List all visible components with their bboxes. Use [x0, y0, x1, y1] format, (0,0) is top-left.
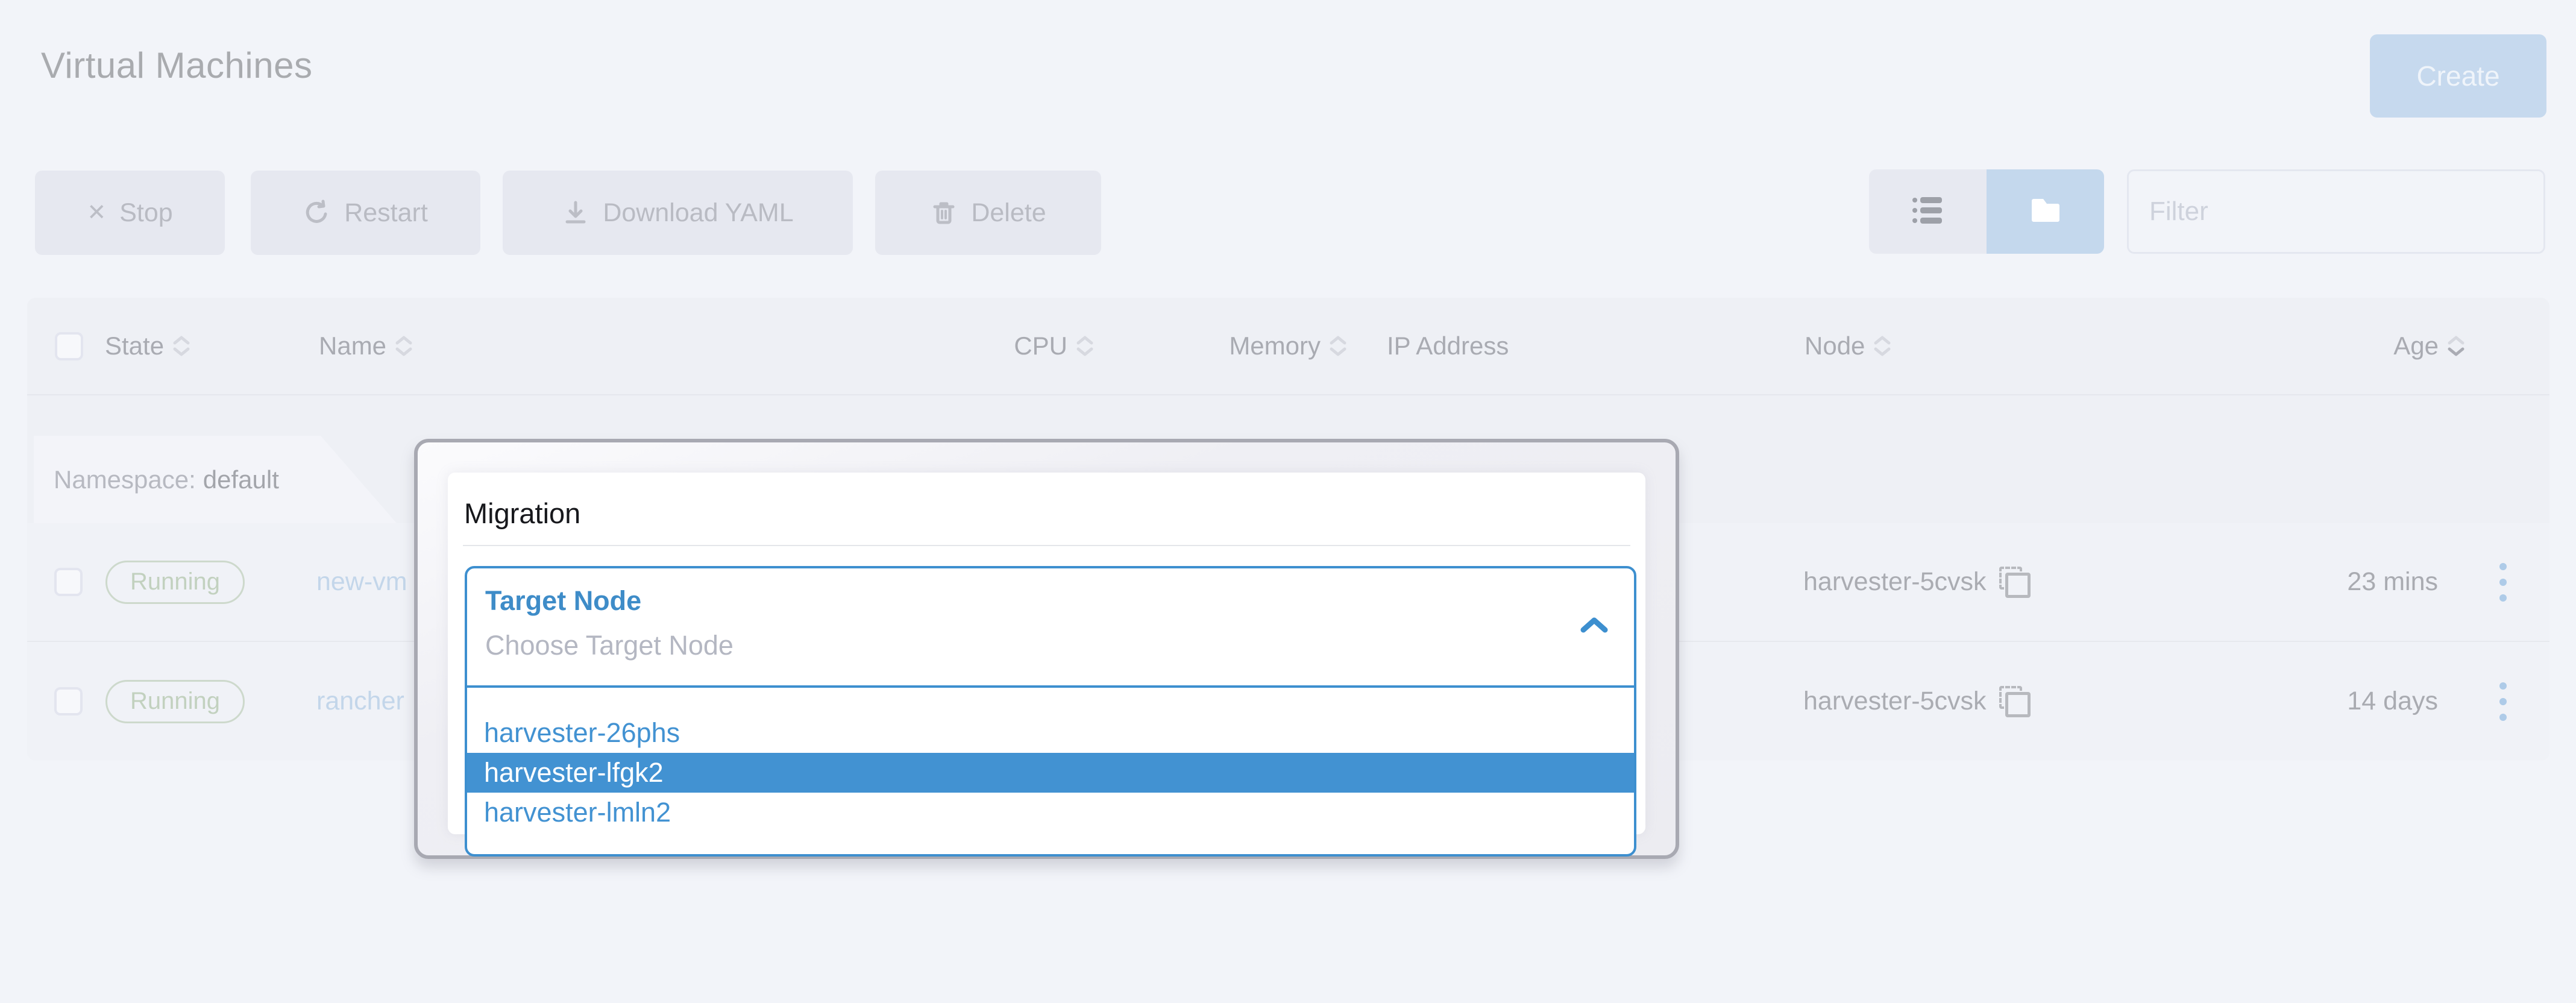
status-badge: Running — [105, 679, 245, 723]
column-header-state[interactable]: State — [105, 298, 190, 394]
target-node-select-control[interactable]: Target Node Choose Target Node — [467, 568, 1634, 688]
age-value: 23 mins — [2347, 567, 2438, 596]
list-view-button[interactable] — [1869, 169, 1987, 254]
row-actions-kebab-icon[interactable] — [2476, 523, 2530, 641]
flat-view-button[interactable] — [1987, 169, 2104, 254]
row-checkbox[interactable] — [54, 523, 83, 641]
column-header-node[interactable]: Node — [1805, 298, 1891, 394]
age-value: 14 days — [2347, 687, 2438, 715]
node-name: harvester-5cvsk — [1803, 567, 1987, 596]
vm-name-link[interactable]: new-vm — [316, 567, 407, 596]
list-icon — [1911, 194, 1946, 230]
sort-icon — [2447, 335, 2465, 357]
page-title: Virtual Machines — [41, 45, 313, 86]
target-node-select[interactable]: Target Node Choose Target Node harvester… — [465, 566, 1636, 857]
download-yaml-button-label: Download YAML — [603, 198, 794, 227]
sort-icon — [172, 335, 190, 357]
folder-icon — [2029, 195, 2062, 228]
download-yaml-button[interactable]: Download YAML — [503, 171, 853, 255]
status-badge: Running — [105, 560, 245, 604]
x-icon: ✕ — [87, 200, 107, 225]
node-name: harvester-5cvsk — [1803, 687, 1987, 715]
sort-icon — [1076, 335, 1094, 357]
table-header: State Name CPU — [27, 298, 2549, 395]
option-harvester-26phs[interactable]: harvester-26phs — [484, 717, 680, 748]
migration-modal: Migration Target Node Choose Target Node… — [414, 439, 1679, 859]
delete-button[interactable]: Delete — [875, 171, 1101, 255]
vm-name-link[interactable]: rancher — [316, 687, 404, 715]
copy-icon[interactable] — [1999, 685, 2031, 717]
restart-button[interactable]: Restart — [251, 171, 480, 255]
target-node-options: harvester-26phs harvester-lfgk2 harveste… — [467, 688, 1634, 854]
filter-placeholder: Filter — [2149, 197, 2208, 226]
sort-icon — [1329, 335, 1347, 357]
column-header-ip-address[interactable]: IP Address — [1387, 332, 1509, 360]
sort-icon — [1873, 335, 1891, 357]
column-header-age[interactable]: Age — [2302, 298, 2465, 394]
select-all-checkbox[interactable] — [55, 298, 83, 394]
column-header-memory[interactable]: Memory — [1112, 298, 1347, 394]
stop-button-label: Stop — [119, 198, 173, 227]
chevron-up-icon[interactable] — [1579, 615, 1610, 637]
stop-button[interactable]: ✕ Stop — [35, 171, 225, 255]
refresh-icon — [303, 199, 331, 227]
filter-input[interactable]: Filter — [2127, 169, 2545, 254]
column-header-cpu[interactable]: CPU — [892, 298, 1094, 394]
create-button[interactable]: Create — [2370, 34, 2546, 118]
migration-modal-card: Migration Target Node Choose Target Node… — [448, 473, 1645, 857]
copy-icon[interactable] — [1999, 566, 2031, 598]
download-icon — [562, 199, 589, 227]
column-header-name[interactable]: Name — [319, 298, 413, 394]
divider — [463, 545, 1630, 546]
target-node-placeholder: Choose Target Node — [485, 630, 734, 661]
target-node-label: Target Node — [485, 585, 642, 616]
modal-title: Migration — [464, 497, 581, 529]
view-toggle — [1869, 169, 2104, 254]
delete-button-label: Delete — [971, 198, 1046, 227]
restart-button-label: Restart — [344, 198, 428, 227]
namespace-label: Namespace: — [54, 465, 196, 494]
trash-icon — [930, 199, 958, 227]
row-checkbox[interactable] — [54, 642, 83, 761]
row-actions-kebab-icon[interactable] — [2476, 642, 2530, 761]
namespace-group-row: Namespace: default — [34, 436, 397, 523]
sort-icon — [395, 335, 413, 357]
option-harvester-lfgk2[interactable]: harvester-lfgk2 — [467, 753, 1634, 793]
namespace-value: default — [203, 465, 279, 494]
option-harvester-lmln2[interactable]: harvester-lmln2 — [484, 797, 671, 828]
